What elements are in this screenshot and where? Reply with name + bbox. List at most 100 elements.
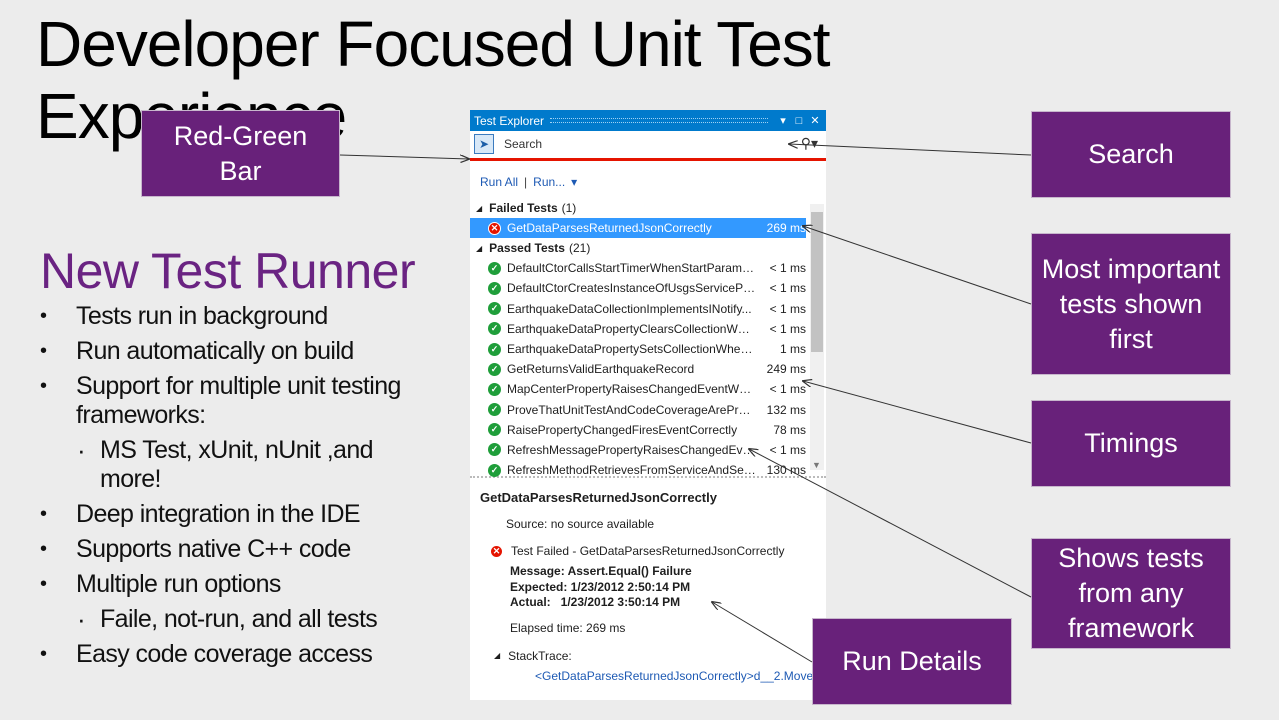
expand-triangle-icon[interactable]: ◢	[476, 203, 483, 213]
arrow-red-green-bar	[339, 154, 469, 159]
details-test-name: GetDataParsesReturnedJsonCorrectly	[480, 490, 717, 505]
test-row[interactable]: ✓EarthquakeDataCollectionImplementsINoti…	[470, 299, 806, 319]
bullet-item: Support for multiple unit testing framew…	[40, 372, 440, 430]
bullet-item: Run automatically on build	[40, 337, 440, 366]
details-message: Message: Assert.Equal() Failure	[510, 564, 692, 578]
pass-icon: ✓	[488, 403, 501, 417]
bullet-list: Tests run in background Run automaticall…	[40, 302, 440, 675]
run-tests-icon[interactable]: ➤	[474, 134, 494, 154]
group-label: Passed Tests	[489, 241, 565, 256]
test-name: MapCenterPropertyRaisesChangedEventWhe..…	[507, 382, 757, 397]
details-source: Source: no source available	[506, 517, 655, 531]
test-row[interactable]: ✓ EarthquakeDataPropertySetsCollectionWhe…	[470, 339, 806, 359]
bullet-item: Easy code coverage access	[40, 640, 440, 669]
failed-tests-group[interactable]: ◢ Failed Tests (1)	[470, 198, 826, 218]
window-menu-icon[interactable]: ▾	[780, 115, 786, 127]
test-name: DefaultCtorCallsStartTimerWhenStartParam…	[507, 261, 757, 276]
test-name: RefreshMessagePropertyRaisesChangedEvent…	[507, 442, 757, 457]
test-time: < 1 ms	[769, 301, 806, 316]
scroll-down-icon[interactable]: ▼	[812, 460, 821, 470]
details-message-block: Message: Assert.Equal() Failure Expected…	[510, 564, 816, 611]
callout-timings: Timings	[1031, 400, 1231, 487]
run-menu-link[interactable]: Run...	[533, 175, 566, 189]
test-time: < 1 ms	[769, 281, 806, 296]
expand-triangle-icon[interactable]: ◢	[476, 243, 483, 253]
pass-icon: ✓	[488, 423, 501, 437]
pass-icon: ✓	[488, 281, 501, 295]
test-row[interactable]: ✓RefreshMethodRetrievesFromServiceAndSet…	[470, 460, 806, 480]
callout-run-details: Run Details	[812, 618, 1012, 705]
pass-icon: ✓	[488, 362, 501, 376]
test-row[interactable]: ✕ GetDataParsesReturnedJsonCorrectly 269…	[470, 218, 806, 239]
test-time: 78 ms	[773, 422, 806, 437]
bullet-item: Supports native C++ code	[40, 535, 440, 564]
bullet-item: Multiple run options	[40, 570, 440, 599]
test-name: GetDataParsesReturnedJsonCorrectly	[507, 221, 712, 236]
drag-grip[interactable]	[550, 118, 768, 123]
passed-tests-group[interactable]: ◢ Passed Tests (21)	[470, 238, 826, 258]
group-label: Failed Tests	[489, 201, 558, 215]
expand-triangle-icon[interactable]: ◢	[494, 651, 501, 660]
arrow-timings	[803, 381, 1032, 444]
pane-splitter[interactable]	[470, 476, 826, 482]
test-name: RefreshMethodRetrievesFromServiceAndSets…	[507, 463, 757, 478]
run-toolbar: Run All | Run... ▾	[470, 175, 826, 189]
scrollbar-thumb[interactable]	[811, 212, 823, 352]
test-row[interactable]: ✓ EarthquakeDataPropertyClearsCollectionW…	[470, 319, 806, 339]
details-expected: Expected: 1/23/2012 2:50:14 PM	[510, 579, 691, 594]
stack-frame-link[interactable]: <GetDataParsesReturnedJsonCorrectly>d__2…	[535, 668, 822, 683]
group-count: (21)	[568, 241, 591, 256]
test-row[interactable]: ✓ RaisePropertyChangedFiresEventCorrectly…	[470, 420, 806, 440]
search-input[interactable]: Search	[504, 137, 543, 151]
test-row[interactable]: ✓ RefreshMessagePropertyRaisesChangedEven…	[470, 440, 806, 460]
stacktrace-label: StackTrace:	[508, 648, 572, 663]
red-green-bar	[470, 158, 826, 161]
test-explorer-title-bar[interactable]: Test Explorer ▾ □ ✕	[470, 110, 826, 131]
test-row[interactable]: ✓DefaultCtorCallsStartTimerWhenStartPara…	[470, 258, 806, 278]
dropdown-icon[interactable]: ▾	[571, 175, 578, 189]
test-time: 1 ms	[779, 342, 806, 357]
details-elapsed: Elapsed time: 269 ms	[510, 620, 626, 635]
test-row[interactable]: ✓ MapCenterPropertyRaisesChangedEventWhe.…	[470, 379, 806, 399]
sub-bullet-item: Faile, not-run, and all tests	[40, 605, 440, 634]
test-details-pane: GetDataParsesReturnedJsonCorrectly Sourc…	[470, 490, 826, 683]
pass-icon: ✓	[488, 322, 501, 336]
test-name: RaisePropertyChangedFiresEventCorrectly	[507, 422, 738, 437]
callout-red-green-bar: Red-Green Bar	[141, 110, 340, 197]
pass-icon: ✓	[488, 382, 501, 396]
maximize-icon[interactable]: □	[795, 114, 803, 127]
callout-any-framework: Shows tests from any framework	[1031, 538, 1231, 649]
test-list-scrollbar[interactable]: ▼	[810, 204, 824, 470]
close-icon[interactable]: ✕	[810, 115, 820, 127]
test-name: EarthquakeDataPropertySetsCollectionWhen…	[507, 342, 757, 357]
fail-icon: ✕	[488, 221, 501, 235]
test-time: < 1 ms	[769, 382, 806, 397]
group-count: (1)	[561, 201, 577, 215]
arrow-most-important	[803, 226, 1032, 305]
stacktrace-header[interactable]: ◢ StackTrace:	[494, 649, 816, 663]
details-result: ✕ Test Failed - GetDataParsesReturnedJso…	[480, 544, 816, 558]
test-row[interactable]: ✓ DefaultCtorCreatesInstanceOfUsgsService…	[470, 278, 806, 298]
search-bar: ➤ Search ⚲▾	[470, 131, 826, 157]
fail-icon: ✕	[490, 544, 503, 558]
pass-icon: ✓	[488, 302, 501, 316]
details-actual: Actual: 1/23/2012 3:50:14 PM	[510, 595, 681, 609]
run-all-link[interactable]: Run All	[480, 175, 519, 189]
test-time: < 1 ms	[769, 442, 806, 457]
test-name: ProveThatUnitTestAndCodeCoverageAreProc.…	[507, 402, 757, 417]
test-time: 130 ms	[766, 463, 806, 478]
test-name: DefaultCtorCreatesInstanceOfUsgsServiceP…	[507, 281, 757, 296]
bullet-item: Deep integration in the IDE	[40, 500, 440, 529]
bullet-item: Tests run in background	[40, 302, 440, 331]
test-name: EarthquakeDataPropertyClearsCollectionWh…	[507, 321, 757, 336]
callout-most-important: Most important tests shown first	[1031, 233, 1231, 375]
window-title: Test Explorer	[474, 113, 545, 128]
test-explorer-window: Test Explorer ▾ □ ✕ ➤ Search ⚲▾ Run All …	[470, 110, 826, 700]
pass-icon: ✓	[488, 443, 501, 457]
test-time: 249 ms	[766, 362, 806, 377]
sub-bullet-item: MS Test, xUnit, nUnit ,and more!	[40, 436, 440, 494]
pass-icon: ✓	[488, 342, 501, 356]
test-row[interactable]: ✓ ProveThatUnitTestAndCodeCoverageAreProc…	[470, 400, 806, 420]
search-icon[interactable]: ⚲▾	[800, 135, 818, 151]
